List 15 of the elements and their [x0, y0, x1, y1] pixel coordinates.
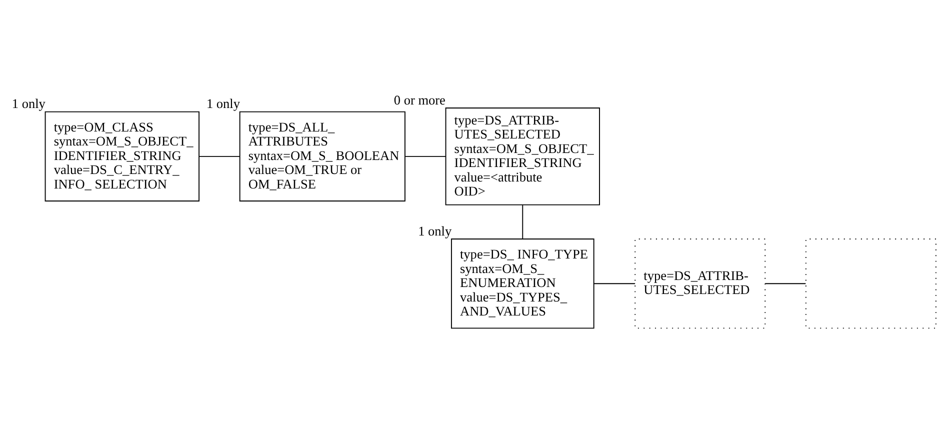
node-label: 1 only [12, 96, 46, 111]
connector [522, 204, 524, 239]
node-box: type=OM_CLASS syntax=OM_S_OBJECT_ IDENTIFIER_STRING value=DS_C_ENTRY_ INFO_ SELECTION [44, 110, 200, 201]
node-label: 1 only [418, 222, 452, 238]
node-box [805, 238, 936, 328]
connector [404, 155, 446, 156]
connector [594, 282, 636, 284]
node-box: type=DS_ALL_ ATTRIBUTES syntax=OM_S_ BOOLEAN value=OM_TRUE or OM_FALSE [239, 110, 406, 201]
connector [764, 282, 806, 284]
node-box: type=DS_ INFO_TYPE syntax=OM_S_ ENUMERATION value=DS_TYPES_ AND_VALUES [450, 238, 594, 328]
node-box: type=DS_ATTRIB- UTES_SELECTED syntax=OM_S_OBJECT_ IDENTIFIER_STRING value=<attribute OID> [445, 107, 600, 205]
connector [198, 155, 240, 156]
node-label: 0 or more [394, 92, 446, 107]
node-box: type=DS_ATTRIB- UTES_SELECTED [634, 238, 766, 328]
node-label: 1 only [206, 96, 240, 111]
